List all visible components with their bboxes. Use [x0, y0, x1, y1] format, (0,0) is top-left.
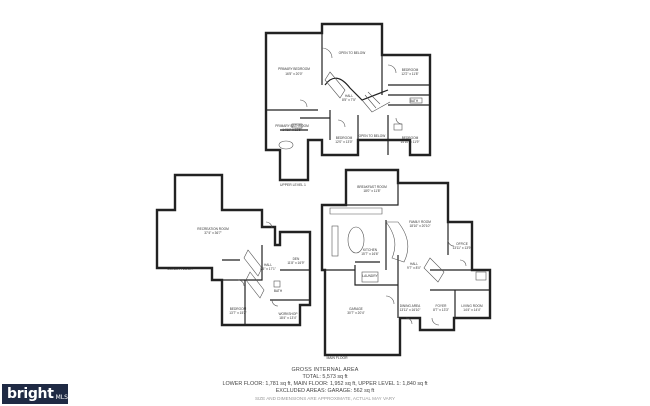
main-foyer-label: FOYER [436, 304, 448, 308]
main-office-label: OFFICE [456, 242, 468, 246]
upper-level-label: UPPER LEVEL 1 [280, 183, 306, 187]
main-garage-dims: 30'7" x 20'4" [347, 311, 364, 315]
lower-bath-label: BATH [274, 289, 283, 293]
upper-open-to-below-label: OPEN TO BELOW [339, 51, 366, 55]
main-family-room-label: FAMILY ROOM [409, 220, 431, 224]
lower-hall-dims: 8'5" x 17'1" [260, 267, 276, 271]
main-living-room-label: LIVING ROOM [461, 304, 483, 308]
upper-hall-label: HALL [345, 94, 353, 98]
main-family-room-dims: 18'10" x 20'10" [409, 224, 430, 228]
bright-mls-logo: bright MLS [2, 384, 68, 404]
logo-sub: MLS [55, 393, 68, 401]
upper-primary-bedroom-dims: 16'5" x 20'0" [285, 72, 302, 76]
floor-areas: LOWER FLOOR: 1,781 sq ft, MAIN FLOOR: 1,… [222, 381, 428, 387]
upper-bedroom-mid-dims: 12'0" x 13'0" [335, 140, 352, 144]
lower-bedroom-dims: 13'7" x 15'2" [229, 311, 246, 315]
main-hall-dims: 9'7" x 8'0" [407, 266, 421, 270]
main-floor-plan: MAIN FLOOR BREAKFAST ROOM 18'0" x 11'8" … [320, 168, 492, 360]
lower-den-label: DEN [293, 257, 300, 261]
main-dining-area-dims: 13'11" x 16'10" [400, 308, 421, 312]
lower-floor-plan: LOWER FLOOR RECREATION ROOM 37'4" x 36'7… [155, 173, 312, 327]
upper-bath-label: BATH [410, 99, 419, 103]
total-area: TOTAL: 5,573 sq ft [302, 374, 348, 380]
main-office-dims: 13'11" x 13'9" [452, 246, 471, 250]
gross-internal-area-title: GROSS INTERNAL AREA [291, 367, 359, 373]
main-garage-label: GARAGE [349, 307, 363, 311]
upper-hall-dims: 8'5" x 7'5" [342, 98, 356, 102]
upper-open-to-below-2-label: OPEN TO BELOW [359, 134, 386, 138]
main-breakfast-room-label: BREAKFAST ROOM [357, 185, 387, 189]
lower-bedroom-label: BEDROOM [230, 307, 247, 311]
upper-bedroom-se-dims: 14'10" x 11'9" [400, 140, 419, 144]
upper-bedroom-ne-dims: 12'2" x 11'8" [401, 72, 418, 76]
main-living-room-dims: 14'4" x 14'4" [463, 308, 480, 312]
main-hall-label: HALL [410, 262, 418, 266]
lower-recreation-room-dims: 37'4" x 36'7" [204, 231, 221, 235]
upper-level-plan: UPPER LEVEL 1 PRIMARY BEDROOM 16'5" x 20… [264, 22, 432, 187]
main-kitchen-label: KITCHEN [363, 248, 378, 252]
lower-floor-label: LOWER FLOOR [167, 267, 193, 271]
lower-workshop-dims: 18'4" x 13'4" [279, 316, 296, 320]
main-floor-label: MAIN FLOOR [326, 356, 348, 360]
main-laundry-label: LAUNDRY [362, 274, 378, 278]
lower-workshop-label: WORKSHOP [279, 312, 298, 316]
logo-text: bright [7, 386, 54, 402]
upper-primary-bathroom-dims: 14'10" x 13'6" [282, 128, 301, 132]
upper-bedroom-se-label: BEDROOM [402, 136, 419, 140]
main-kitchen-dims: 15'7" x 16'6" [361, 252, 378, 256]
lower-recreation-room-label: RECREATION ROOM [197, 227, 229, 231]
lower-hall-label: HALL [264, 263, 272, 267]
main-breakfast-room-dims: 18'0" x 11'8" [363, 189, 380, 193]
main-dining-area-label: DINING AREA [400, 304, 421, 308]
lower-den-dims: 11'8" x 16'9" [287, 261, 304, 265]
excluded-areas: EXCLUDED AREAS: GARAGE: 562 sq ft [275, 388, 375, 394]
upper-bedroom-mid-label: BEDROOM [336, 136, 353, 140]
upper-primary-bathroom-label: PRIMARY BATHROOM [275, 124, 309, 128]
upper-bedroom-ne-label: BEDROOM [402, 68, 419, 72]
size-disclaimer: SIZE AND DIMENSIONS ARE APPROXIMATE, ACT… [254, 396, 396, 401]
upper-primary-bedroom-label: PRIMARY BEDROOM [278, 67, 310, 71]
main-foyer-dims: 8'7" x 13'3" [433, 308, 449, 312]
